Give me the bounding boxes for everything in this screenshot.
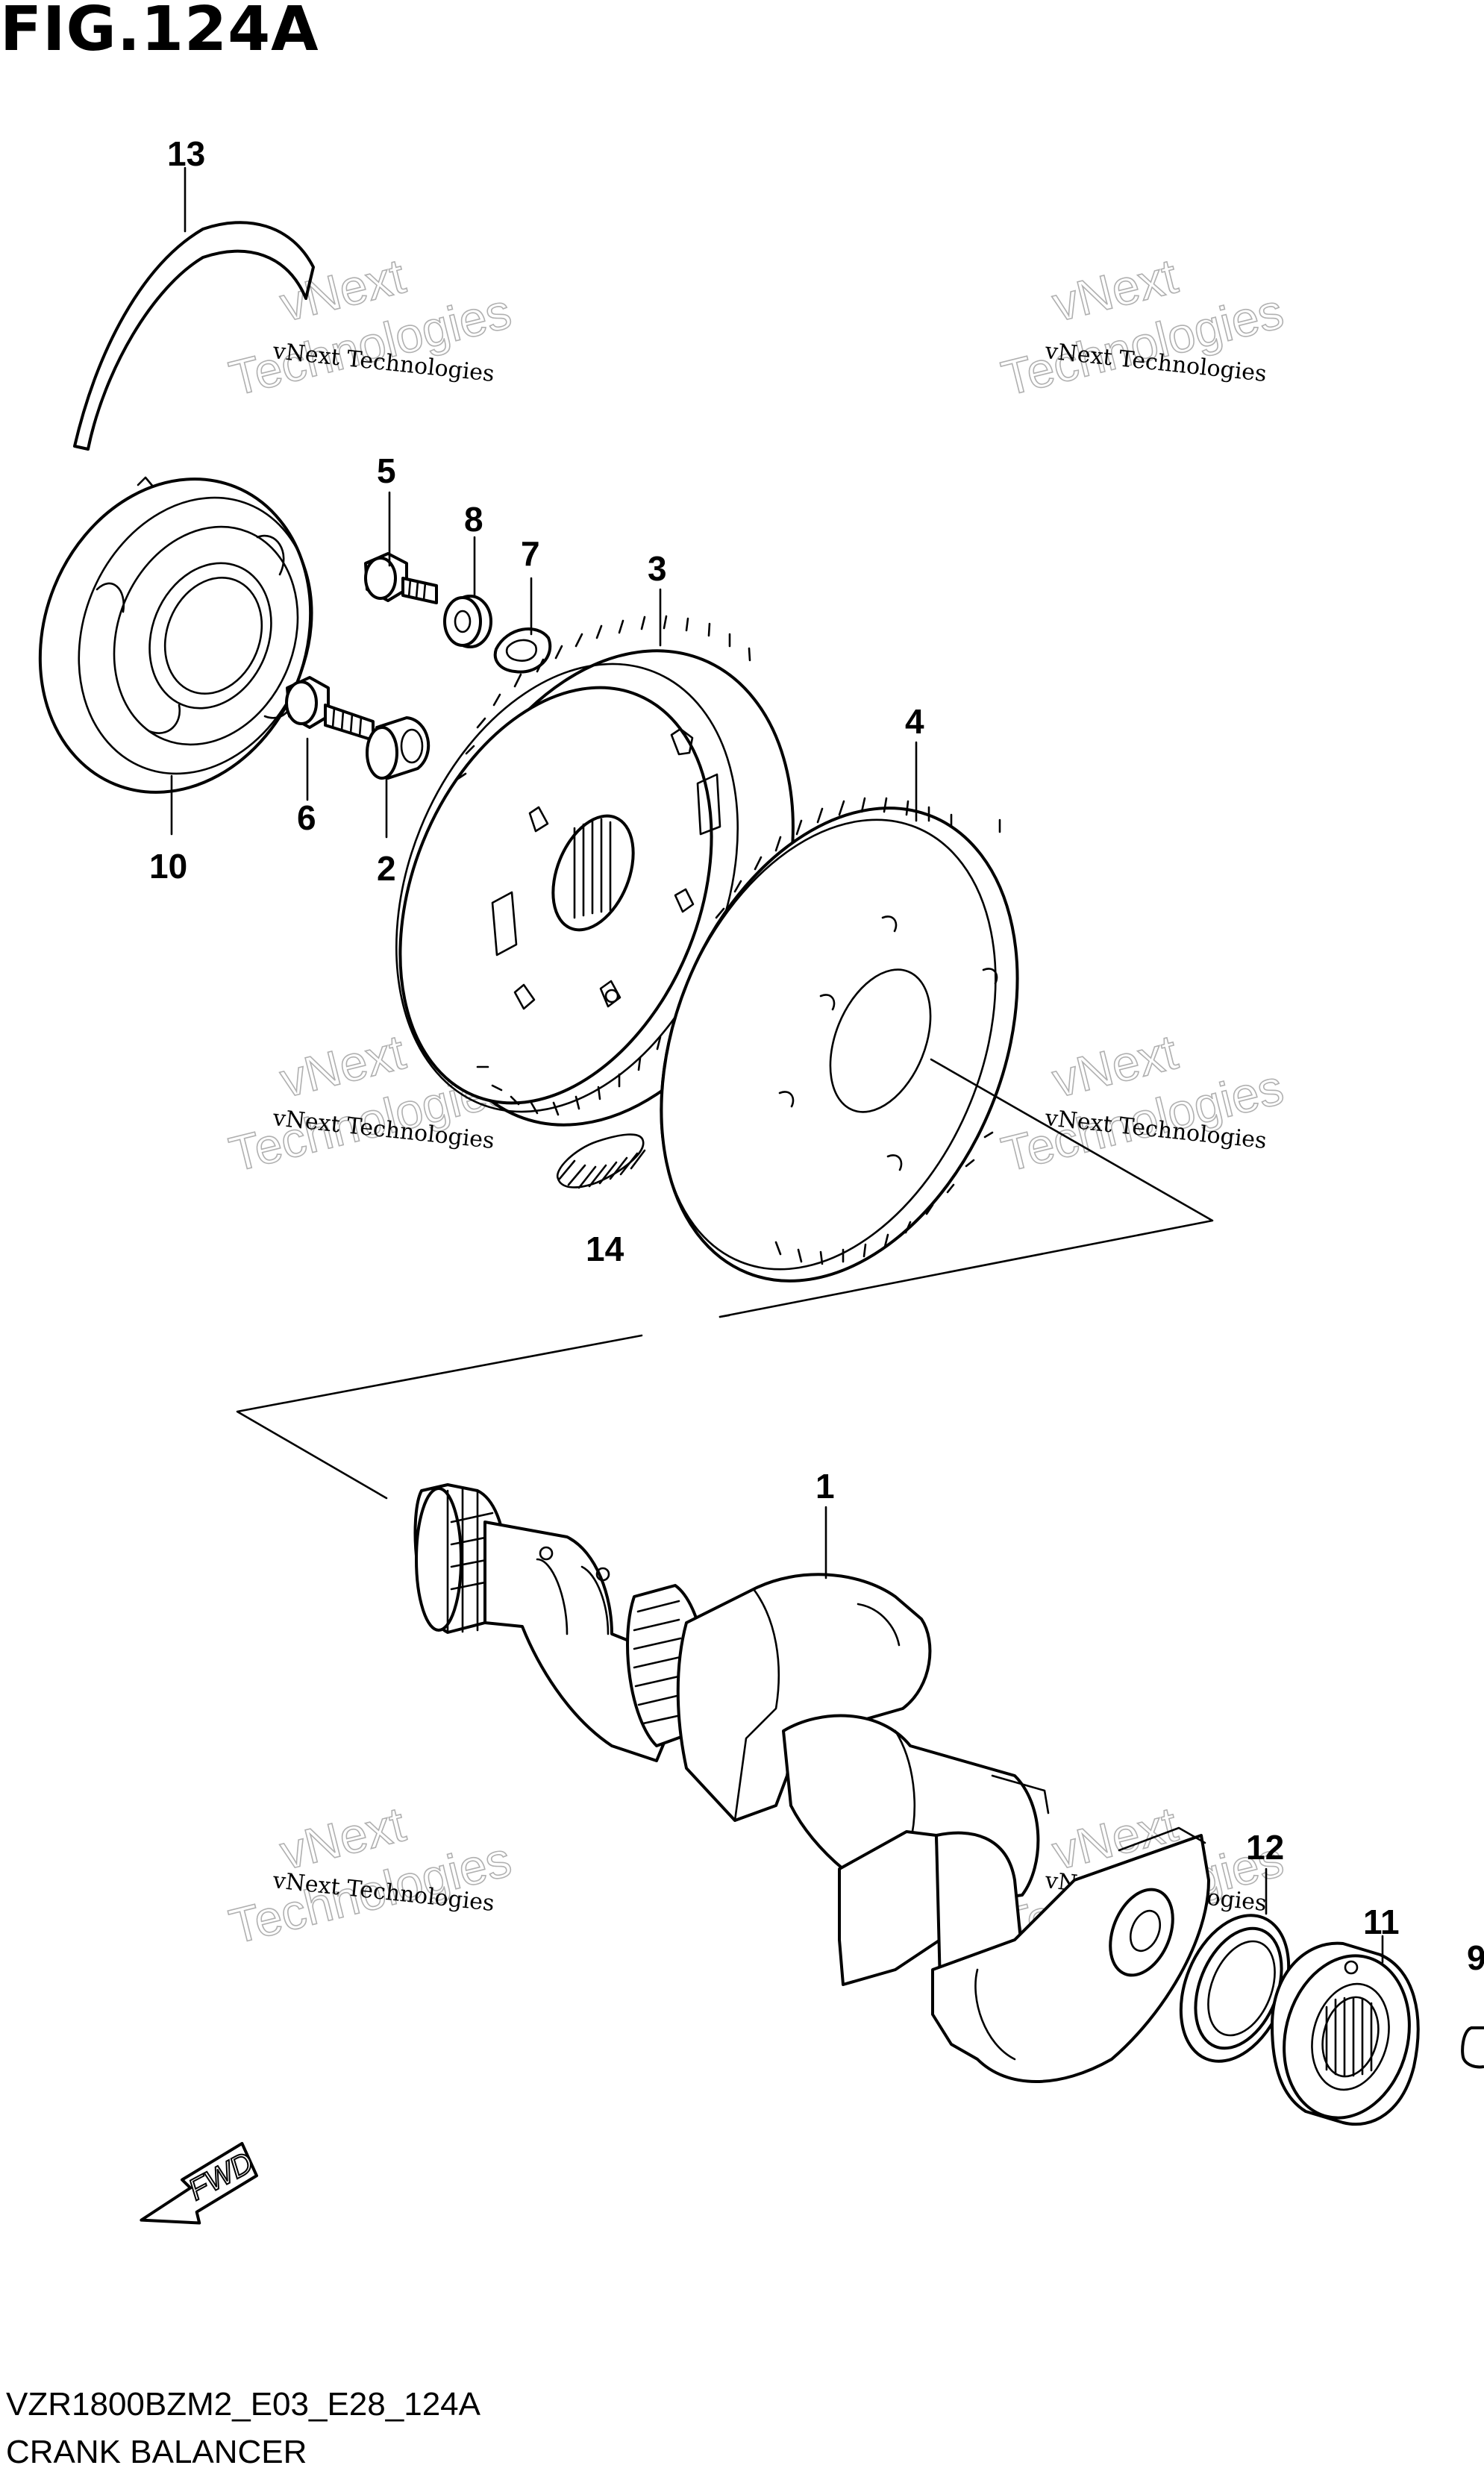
- fwd-arrow: FWD: [140, 2141, 260, 2225]
- part-6-bolt: [285, 676, 375, 742]
- callout-13: 13: [167, 134, 205, 173]
- part-13-circlip: [73, 221, 315, 451]
- callout-9: 9: [1467, 1938, 1484, 1977]
- callout-12: 12: [1246, 1828, 1284, 1867]
- part-10-ball-bearing: [38, 476, 313, 794]
- callout-7: 7: [521, 534, 540, 573]
- part-8-collar: [443, 595, 492, 648]
- part-14-spring: [556, 1133, 646, 1189]
- part-5-bolt: [364, 552, 438, 604]
- part-2-collar: [366, 716, 431, 780]
- callout-10: 10: [149, 847, 187, 886]
- callout-labels: 13 10 5 8 7 3 4 6 2 14 1 12 11 9: [149, 134, 1484, 1977]
- callout-14: 14: [586, 1230, 624, 1268]
- callout-1: 1: [815, 1467, 835, 1506]
- watermark-5: vNext Technologies: [223, 1795, 516, 1955]
- callout-2: 2: [377, 849, 396, 888]
- part-1-balancer-shaft: [413, 1483, 1210, 2083]
- watermark-2: vNext Technologies: [995, 247, 1289, 407]
- callout-8: 8: [464, 500, 483, 539]
- callout-5: 5: [377, 451, 396, 490]
- callout-leaders: [170, 166, 1384, 1964]
- part-4-scissors-gear: [660, 797, 1019, 1283]
- part-7-washer: [493, 627, 552, 674]
- part-12-oil-seal: [1179, 1914, 1291, 2063]
- figure-title: FIG.124A: [0, 0, 319, 65]
- callout-6: 6: [297, 798, 316, 837]
- section-name: CRANK BALANCER: [6, 2434, 307, 2470]
- callout-4: 4: [905, 702, 924, 741]
- model-code: VZR1800BZM2_E03_E28_124A: [6, 2386, 480, 2423]
- assembly-guide-lines: [236, 1058, 1214, 1500]
- callout-3: 3: [648, 549, 667, 588]
- part-11-needle-bearing: [1271, 1941, 1420, 2126]
- callout-11: 11: [1363, 1903, 1400, 1941]
- part-9-pin: [1461, 2026, 1484, 2069]
- watermark-4: vNext Technologies: [995, 1023, 1289, 1183]
